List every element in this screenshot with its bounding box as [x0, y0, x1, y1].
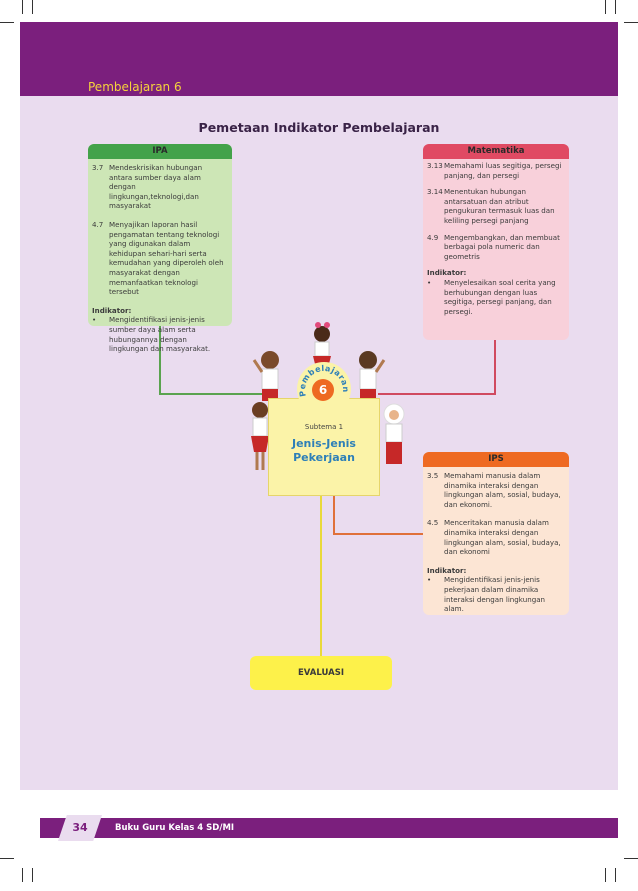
- indicator-text: Mengidentifikasi jenis-jenis sumber daya…: [109, 315, 227, 353]
- connector-line-matematika: [494, 340, 496, 394]
- kd-text: Menceritakan manusia dalam dinamika inte…: [444, 518, 564, 556]
- indicator-item: • Mengidentifikasi jenis-jenis sumber da…: [92, 315, 227, 353]
- crop-mark: [0, 22, 14, 23]
- indicator-label: Indikator:: [92, 306, 227, 316]
- indicator-text: Mengidentifikasi jenis-jenis pekerjaan d…: [444, 575, 564, 613]
- evaluasi-box: EVALUASI: [250, 656, 392, 690]
- subtema-title: Jenis-Jenis Pekerjaan: [269, 437, 379, 465]
- crop-mark: [624, 858, 638, 859]
- crop-mark: [615, 868, 616, 882]
- ipa-card: IPA 3.7 Mendeskrisikan hubungan antara s…: [88, 144, 232, 326]
- kd-text: Menentukan hubungan antarsatuan dan atri…: [444, 187, 564, 225]
- ips-card-title: IPS: [423, 452, 569, 467]
- bullet-icon: •: [92, 315, 109, 353]
- ips-card: IPS 3.5 Memahami manusia dalam dinamika …: [423, 452, 569, 615]
- pembelajaran-badge: Pembelajaran 6: [297, 362, 351, 416]
- child-figure: [359, 351, 384, 401]
- ipa-kd-item: 3.7 Mendeskrisikan hubungan antara sumbe…: [92, 163, 227, 211]
- connector-line-ips: [333, 533, 423, 535]
- matematika-kd-item: 3.14 Menentukan hubungan antarsatuan dan…: [427, 187, 564, 225]
- matematika-kd-item: 4.9 Mengembangkan, dan membuat berbagai …: [427, 233, 564, 262]
- crop-mark: [0, 858, 14, 859]
- section-label: Pembelajaran 6: [88, 80, 182, 94]
- bullet-icon: •: [427, 575, 444, 613]
- footer-book-title: Buku Guru Kelas 4 SD/MI: [115, 818, 234, 838]
- ipa-card-title: IPA: [88, 144, 232, 159]
- bullet-icon: •: [427, 278, 444, 316]
- child-figure: [251, 402, 269, 470]
- kd-number: 3.7: [92, 163, 109, 211]
- kd-number: 4.9: [427, 233, 444, 262]
- indicator-label: Indikator:: [427, 268, 564, 278]
- indicator-text: Menyelesaikan soal cerita yang berhubung…: [444, 278, 564, 316]
- kd-number: 3.5: [427, 471, 444, 509]
- badge-number: 6: [312, 379, 334, 401]
- crop-mark: [624, 22, 638, 23]
- connector-line-evaluasi: [320, 494, 322, 656]
- matematika-kd-item: 3.13 Memahami luas segitiga, persegi pan…: [427, 161, 564, 180]
- kd-text: Menyajikan laporan hasil pengamatan tent…: [109, 220, 227, 297]
- crop-mark: [32, 0, 33, 14]
- crop-mark: [615, 0, 616, 14]
- ipa-kd-item: 4.7 Menyajikan laporan hasil pengamatan …: [92, 220, 227, 297]
- crop-mark: [32, 868, 33, 882]
- kd-number: 3.13: [427, 161, 444, 180]
- kd-text: Mengembangkan, dan membuat berbagai pola…: [444, 233, 564, 262]
- matematika-card-title: Matematika: [423, 144, 569, 159]
- kd-number: 4.7: [92, 220, 109, 297]
- crop-mark: [605, 0, 606, 14]
- crop-mark: [22, 0, 23, 14]
- page-title: Pemetaan Indikator Pembelajaran: [0, 120, 638, 135]
- subtema-label: Subtema 1: [269, 423, 379, 431]
- child-figure: [254, 351, 279, 401]
- kd-number: 3.14: [427, 187, 444, 225]
- crop-mark: [22, 868, 23, 882]
- crop-mark: [605, 868, 606, 882]
- connector-line-ips: [333, 494, 335, 534]
- matematika-card: Matematika 3.13 Memahami luas segitiga, …: [423, 144, 569, 340]
- ips-kd-item: 4.5 Menceritakan manusia dalam dinamika …: [427, 518, 564, 556]
- indicator-item: • Mengidentifikasi jenis-jenis pekerjaan…: [427, 575, 564, 613]
- indicator-item: • Menyelesaikan soal cerita yang berhubu…: [427, 278, 564, 316]
- ips-kd-item: 3.5 Memahami manusia dalam dinamika inte…: [427, 471, 564, 509]
- child-figure: [384, 404, 404, 464]
- kd-text: Memahami luas segitiga, persegi panjang,…: [444, 161, 564, 180]
- kd-number: 4.5: [427, 518, 444, 556]
- indicator-label: Indikator:: [427, 566, 564, 576]
- kd-text: Mendeskrisikan hubungan antara sumber da…: [109, 163, 227, 211]
- kd-text: Memahami manusia dalam dinamika interaks…: [444, 471, 564, 509]
